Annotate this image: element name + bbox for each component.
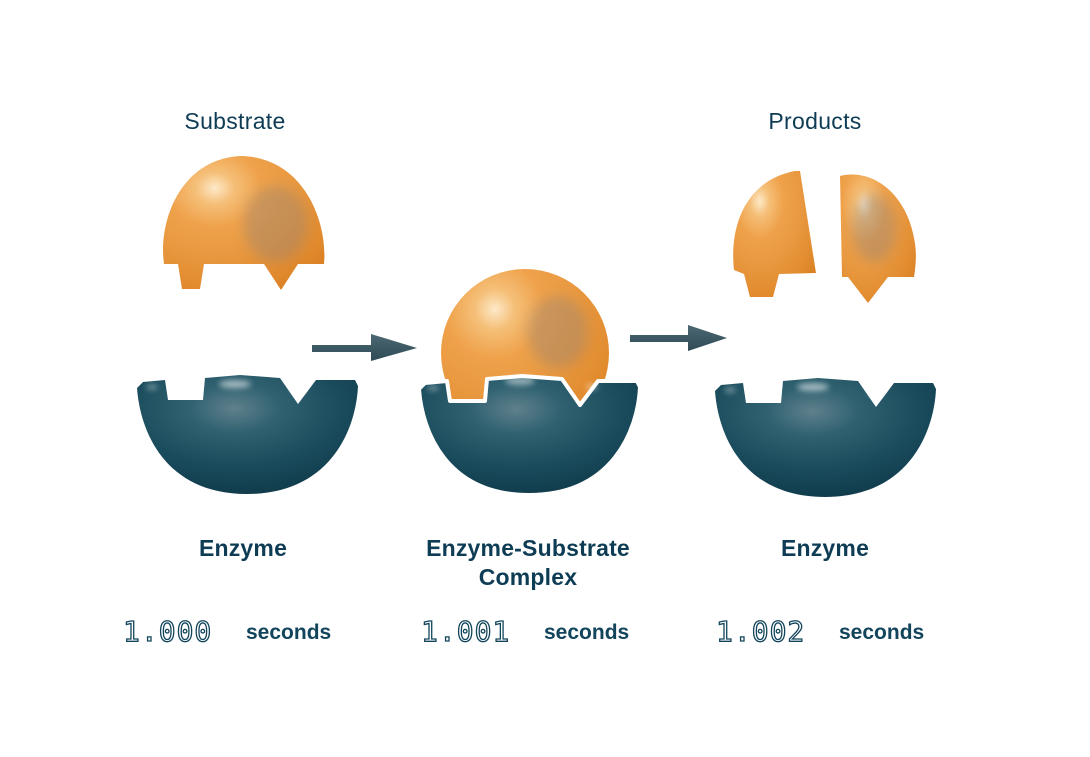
stage-substrate xyxy=(137,156,358,494)
timer-stage-3: 1.002 seconds xyxy=(715,611,924,649)
substrate-label: Substrate xyxy=(184,108,286,134)
timer-stage-1: 1.000 seconds xyxy=(122,611,331,649)
enzyme-shape-left xyxy=(137,375,358,494)
complex-label: Enzyme-Substrate Complex xyxy=(426,535,630,590)
timer-3-value: 1.002 xyxy=(716,615,805,648)
enzyme-complex-gloss xyxy=(427,377,598,391)
product-right-shading xyxy=(852,194,896,262)
enzyme-label-left: Enzyme xyxy=(198,535,288,561)
products-label: Products xyxy=(768,108,862,134)
timer-1-value: 1.000 xyxy=(123,615,212,648)
timer-3-display: 1.002 xyxy=(715,614,805,648)
timer-stage-2: 1.001 seconds xyxy=(420,611,629,649)
stage-products xyxy=(715,171,936,497)
complex-substrate-shading xyxy=(528,296,588,368)
stage-complex xyxy=(417,269,642,497)
timer-3-unit: seconds xyxy=(839,621,925,644)
timer-2-value: 1.001 xyxy=(421,615,510,648)
enzyme-left-gloss xyxy=(146,380,305,393)
timer-1-unit: seconds xyxy=(246,621,332,644)
substrate-shading xyxy=(244,186,308,262)
enzyme-shape-right xyxy=(715,378,936,497)
timer-2-unit: seconds xyxy=(544,621,630,644)
product-left-shape xyxy=(733,171,816,297)
enzyme-label-right: Enzyme xyxy=(780,535,870,561)
timer-1-display: 1.000 xyxy=(122,614,212,648)
enzyme-right-gloss xyxy=(724,383,883,396)
reaction-arrow-2-icon xyxy=(630,325,727,351)
timer-2-display: 1.001 xyxy=(420,614,510,648)
enzyme-in-complex-shape xyxy=(417,374,642,497)
reaction-arrow-1-icon xyxy=(312,334,417,361)
